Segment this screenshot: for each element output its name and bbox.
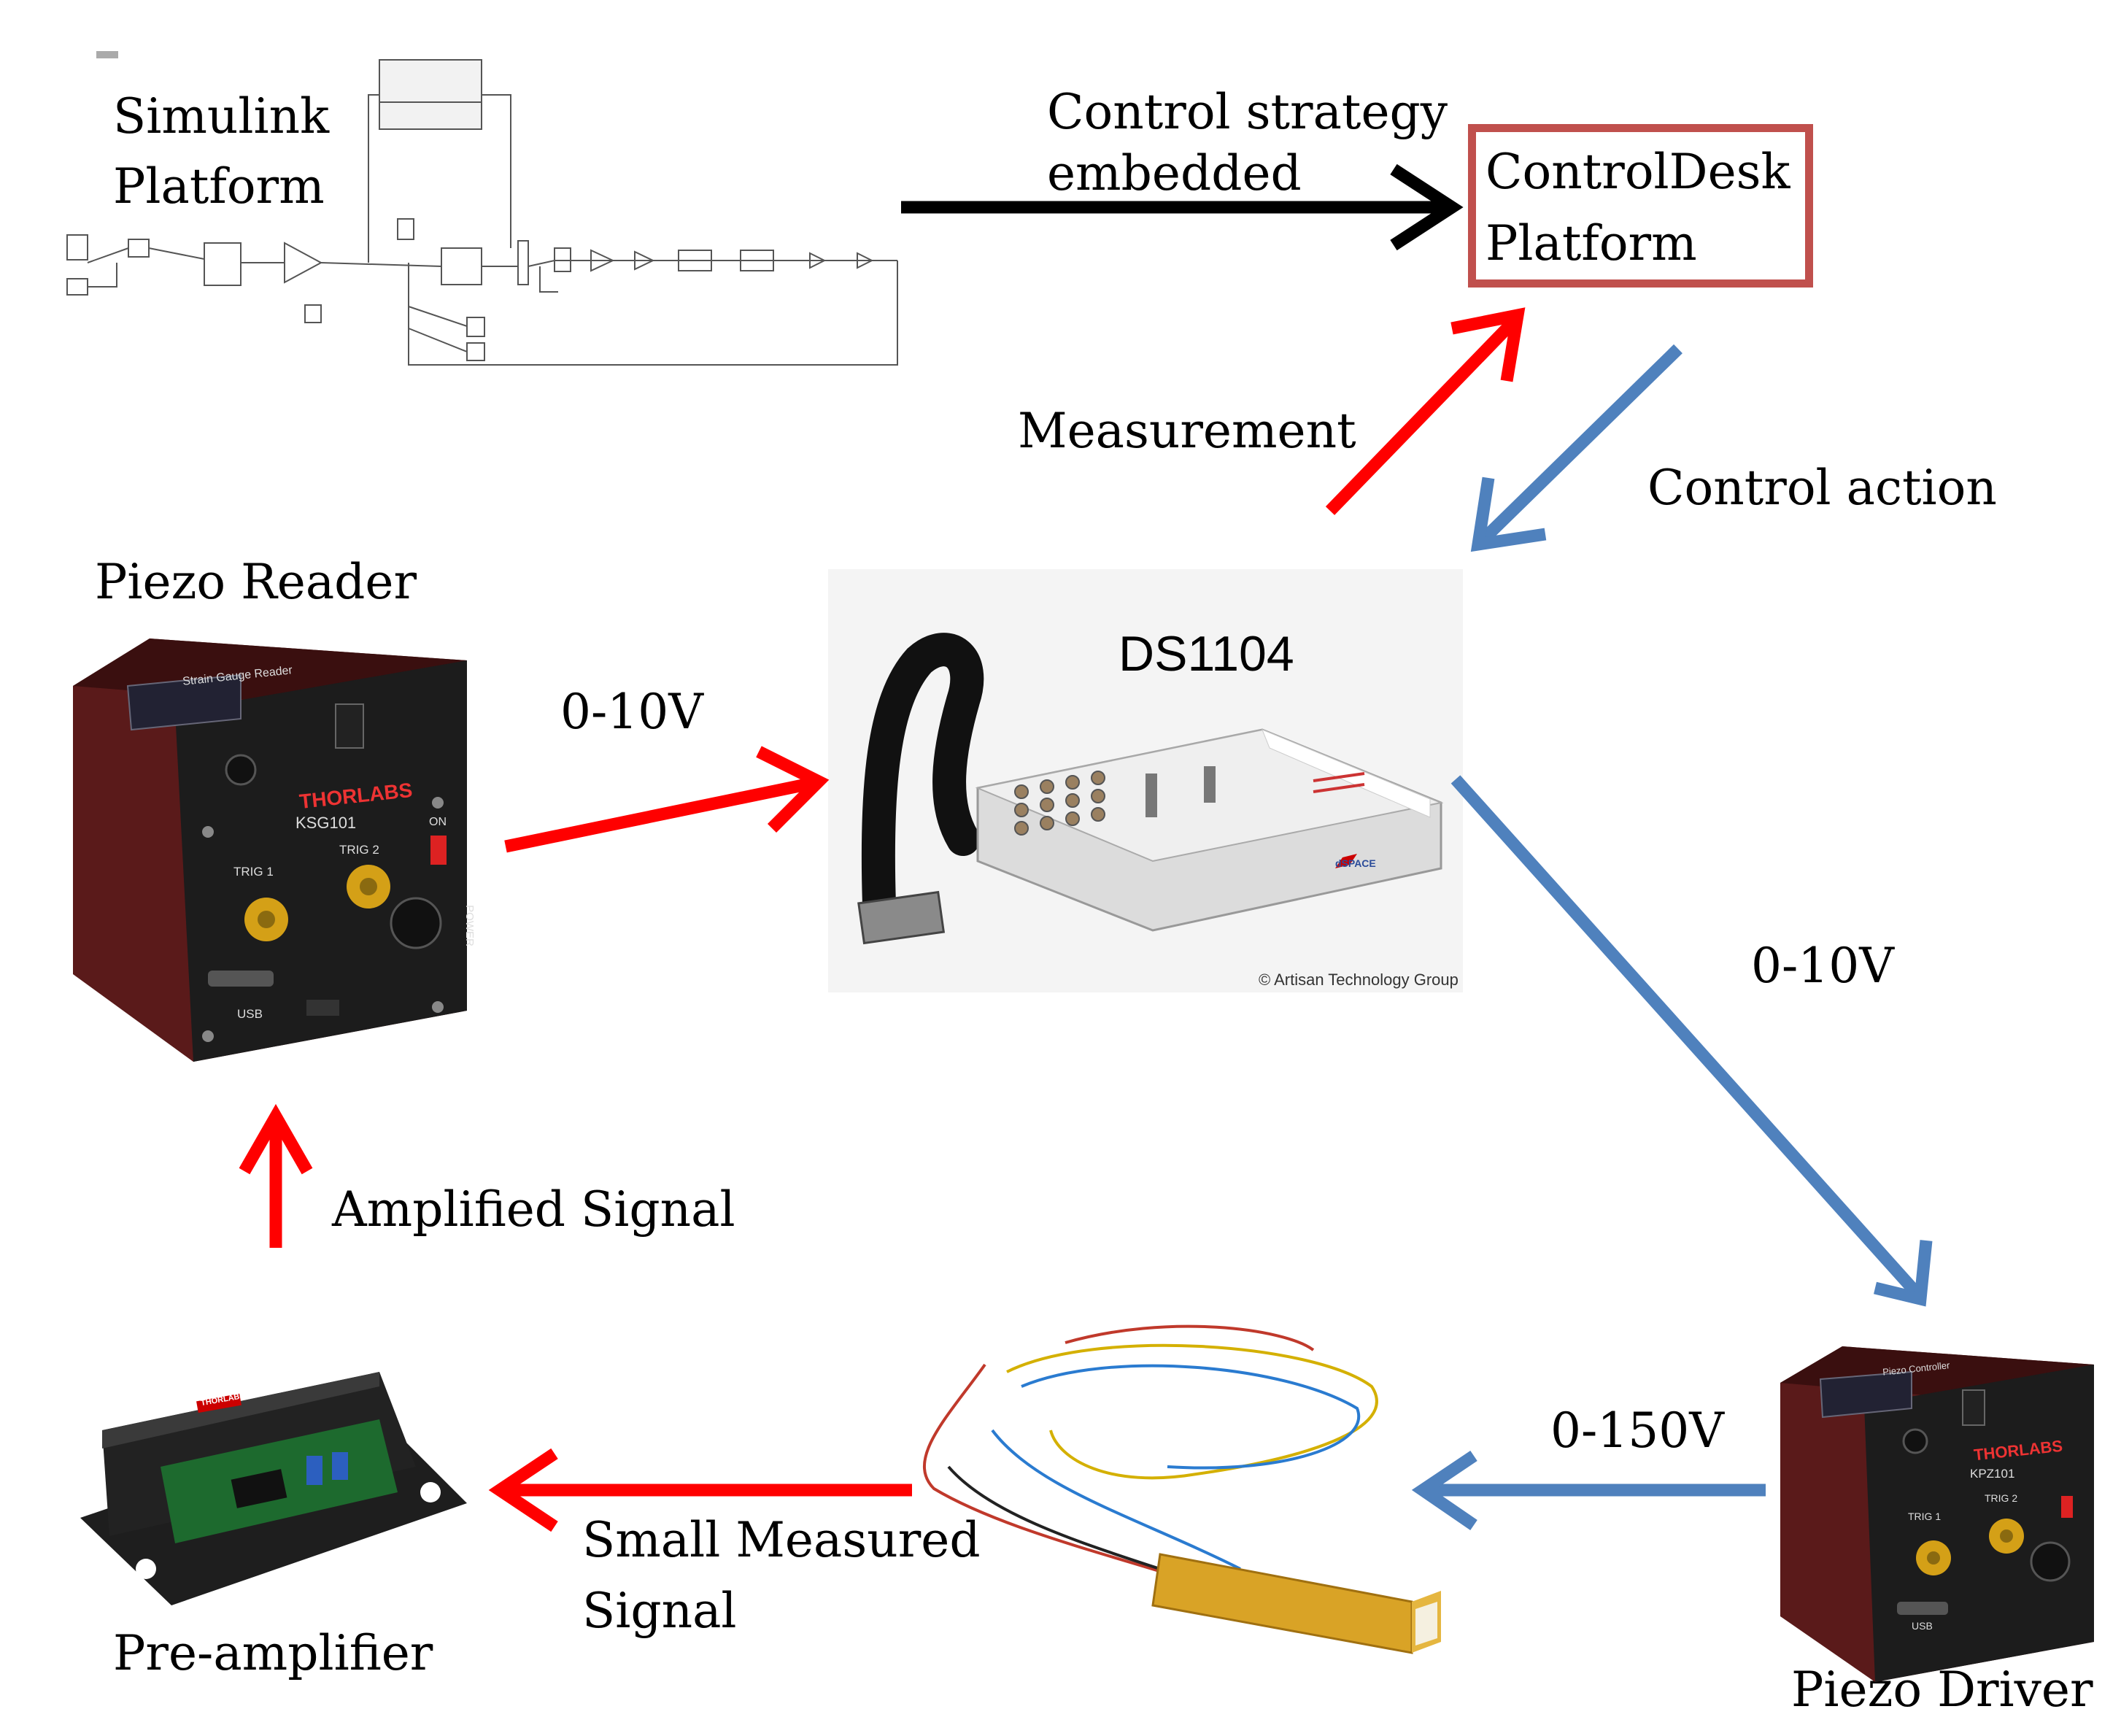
piezo-reader-model: KSG101 — [295, 814, 357, 832]
piezo-driver-trig2: TRIG 2 — [1985, 1492, 2018, 1504]
driver-to-piezo-voltage-label: 0-150V — [1550, 1403, 1724, 1459]
control-strategy-arrow — [901, 163, 1464, 251]
pre-amplifier-label: Pre-amplifier — [113, 1625, 433, 1681]
amplified-signal-arrow — [239, 1103, 313, 1248]
amplified-signal-label: Amplified Signal — [332, 1181, 735, 1238]
control-action-arrow — [1470, 344, 1682, 552]
reader-to-ds-voltage-label: 0-10V — [560, 684, 703, 740]
piezo-reader-on: ON — [429, 816, 447, 828]
small-measured-label-line2: Signal — [582, 1583, 737, 1639]
control-action-label: Control action — [1647, 460, 1997, 516]
piezo-driver-model: KPZ101 — [1970, 1467, 2015, 1481]
piezo-driver-label: Piezo Driver — [1791, 1662, 2093, 1718]
ds1104-credit: © Artisan Technology Group — [1259, 971, 1459, 989]
driver-to-piezo-arrow — [1411, 1450, 1766, 1531]
small-measured-label-line1: Small Measured — [582, 1512, 981, 1568]
piezo-reader-usb: USB — [237, 1007, 263, 1021]
ds-to-driver-arrow — [1450, 775, 1933, 1307]
control-strategy-label-line1: Control strategy — [1047, 84, 1448, 140]
control-strategy-label-line2: embedded — [1047, 145, 1302, 201]
piezo-driver-trig1: TRIG 1 — [1908, 1511, 1942, 1522]
ds1104-brand: dSPACE — [1335, 857, 1376, 869]
measurement-label: Measurement — [1018, 403, 1356, 459]
simulink-title-line1: Simulink — [113, 88, 330, 144]
controldesk-title-line2: Platform — [1486, 215, 1697, 271]
small-signal-arrow — [488, 1448, 912, 1532]
ds1104-title: DS1104 — [1119, 626, 1294, 682]
controldesk-box — [1468, 124, 1813, 288]
piezo-reader-trig2: TRIG 2 — [339, 843, 379, 857]
ds-to-driver-voltage-label: 0-10V — [1751, 938, 1894, 994]
piezo-driver-usb: USB — [1912, 1620, 1933, 1632]
piezo-reader-trig1: TRIG 1 — [233, 865, 274, 879]
measurement-arrow — [1325, 307, 1526, 515]
piezo-reader-label: Piezo Reader — [95, 554, 417, 610]
reader-to-ds-arrow — [504, 746, 830, 853]
simulink-title-line2: Platform — [113, 158, 325, 215]
controldesk-title-line1: ControlDesk — [1486, 144, 1790, 200]
